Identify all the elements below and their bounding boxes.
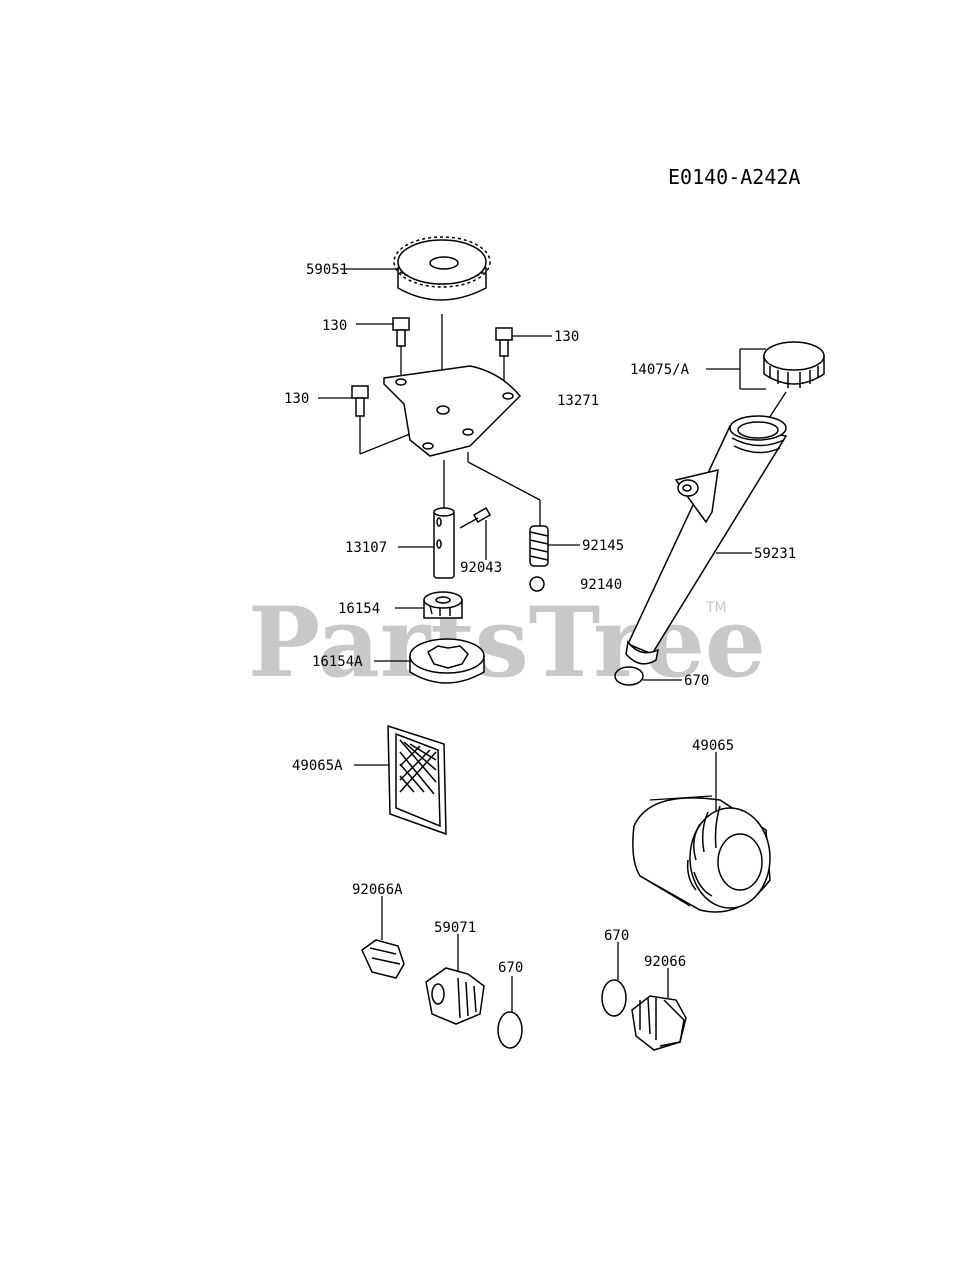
label-oil-filter: 49065 [692, 738, 734, 754]
label-cover: 13271 [557, 393, 599, 409]
label-screen: 49065A [292, 758, 343, 774]
label-bolt-top-right: 130 [554, 329, 579, 345]
pump-cover-part[interactable] [383, 365, 522, 457]
label-plug-right: 92066 [644, 954, 686, 970]
oring-tube-part[interactable] [614, 666, 644, 686]
gear-part[interactable] [393, 236, 491, 301]
bolt-top-right[interactable] [495, 327, 513, 357]
label-inner-rotor: 16154 [338, 601, 380, 617]
oil-screen-part[interactable] [387, 724, 447, 836]
label-shaft: 13107 [345, 540, 387, 556]
inner-rotor-part[interactable] [423, 591, 463, 619]
oil-filter-part[interactable] [632, 795, 771, 913]
dipstick-cap-part[interactable] [763, 341, 825, 388]
label-fitting: 59071 [434, 920, 476, 936]
watermark-trademark: TM [705, 600, 727, 616]
bolt-left[interactable] [351, 385, 369, 417]
fitting-part[interactable] [425, 967, 485, 1025]
label-oring-center: 670 [498, 960, 523, 976]
label-dipstick-tube: 59231 [754, 546, 796, 562]
outer-rotor-part[interactable] [409, 638, 485, 684]
plug-left-part[interactable] [361, 939, 405, 979]
label-plug-left: 92066A [352, 882, 403, 898]
label-bolt-left: 130 [284, 391, 309, 407]
oring-right-part[interactable] [601, 979, 627, 1017]
label-oring-right: 670 [604, 928, 629, 944]
pin-part[interactable] [472, 507, 492, 523]
shaft-part[interactable] [433, 507, 455, 579]
dipstick-tube-part[interactable] [625, 415, 788, 665]
plug-right-part[interactable] [631, 995, 687, 1051]
ball-part[interactable] [529, 576, 545, 592]
bolt-top-left[interactable] [392, 317, 410, 347]
spring-part[interactable] [529, 525, 549, 567]
label-oring-tube: 670 [684, 673, 709, 689]
label-pin: 92043 [460, 560, 502, 576]
label-spring: 92145 [582, 538, 624, 554]
label-ball: 92140 [580, 577, 622, 593]
label-outer-rotor: 16154A [312, 654, 363, 670]
label-dipstick-cap: 14075/A [630, 362, 690, 378]
label-gear: 59051 [306, 262, 348, 278]
oring-center-part[interactable] [497, 1011, 523, 1049]
diagram-code: E0140-A242A [668, 165, 800, 189]
label-bolt-top-left: 130 [322, 318, 347, 334]
